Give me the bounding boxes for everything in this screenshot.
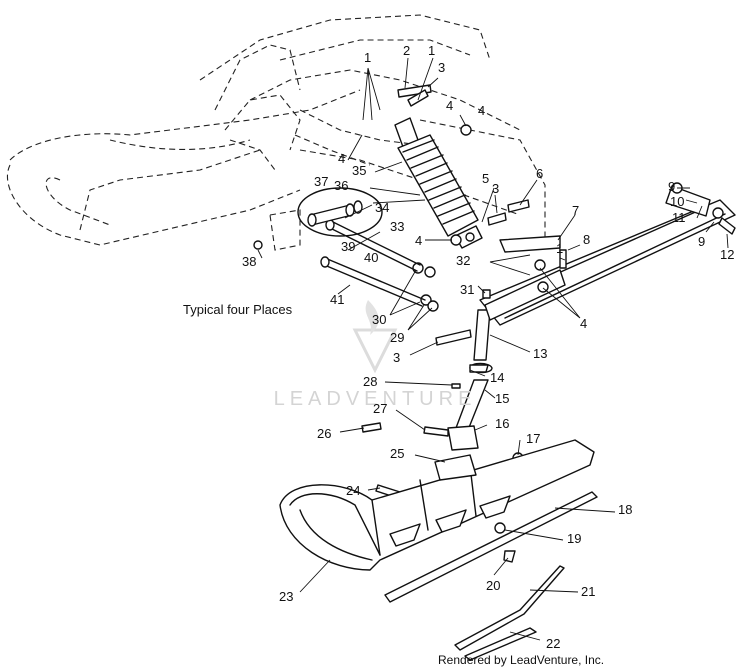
ghost-chassis-outline: [6, 14, 546, 251]
part-label-16: 16: [495, 416, 509, 431]
part-label-19: 19: [567, 531, 581, 546]
part-label-1c: 1: [556, 241, 563, 256]
runners: [384, 491, 598, 661]
part-label-29: 29: [390, 330, 404, 345]
part-label-13: 13: [533, 346, 547, 361]
part-label-9b: 9: [698, 234, 705, 249]
part-label-8: 8: [583, 232, 590, 247]
part-label-2: 2: [403, 43, 410, 58]
leader-lines: [257, 57, 729, 641]
part-label-22: 22: [546, 636, 560, 651]
part-label-3: 3: [438, 60, 445, 75]
part-label-15: 15: [495, 391, 509, 406]
part-label-38: 38: [242, 254, 256, 269]
part-label-9: 9: [668, 179, 675, 194]
part-label-6: 6: [536, 166, 543, 181]
watermark: LEADVENTURE: [274, 300, 477, 410]
diagram-caption: Typical four Places: [183, 302, 293, 317]
part-label-35: 35: [352, 163, 366, 178]
part-label-1b: 1: [428, 43, 435, 58]
part-label-39: 39: [341, 239, 355, 254]
part-label-34: 34: [375, 200, 389, 215]
part-label-25: 25: [390, 446, 404, 461]
part-label-7: 7: [572, 203, 579, 218]
part-label-28: 28: [363, 374, 377, 389]
part-label-21: 21: [581, 584, 595, 599]
part-label-11: 11: [672, 210, 686, 225]
bushing-cluster: [297, 187, 383, 237]
part-label-3c: 3: [393, 350, 400, 365]
part-label-31: 31: [460, 282, 474, 297]
part-label-4e: 4: [580, 316, 587, 331]
part-label-26: 26: [317, 426, 331, 441]
watermark-text: LEADVENTURE: [274, 388, 477, 410]
part-label-4b: 4: [338, 151, 345, 166]
part-label-4c: 4: [446, 98, 453, 113]
shock-absorber: [394, 117, 483, 249]
part-label-37: 37: [314, 174, 328, 189]
part-label-10: 10: [670, 194, 684, 209]
part-label-32: 32: [456, 253, 470, 268]
ski: [279, 439, 595, 571]
part-label-24: 24: [346, 483, 360, 498]
part-label-17: 17: [526, 431, 540, 446]
render-credit: Rendered by LeadVenture, Inc.: [438, 653, 604, 667]
part-label-27: 27: [373, 401, 387, 416]
part-label-41: 41: [330, 292, 344, 307]
part-label-33: 33: [390, 219, 404, 234]
part-label-23: 23: [279, 589, 293, 604]
part-label-3b: 3: [492, 181, 499, 196]
part-label-5: 5: [482, 171, 489, 186]
part-label-14: 14: [490, 370, 504, 385]
part-label-30: 30: [372, 312, 386, 327]
part-label-12: 12: [720, 247, 734, 262]
part-label-18: 18: [618, 502, 632, 517]
spindle-assembly: [447, 309, 493, 451]
part-label-4d: 4: [415, 233, 422, 248]
part-label-4: 4: [478, 103, 485, 118]
axle-rods: [320, 219, 426, 307]
part-label-20: 20: [486, 578, 500, 593]
part-label-40: 40: [364, 250, 378, 265]
part-label-36: 36: [334, 178, 348, 193]
part-label-1: 1: [364, 50, 371, 65]
